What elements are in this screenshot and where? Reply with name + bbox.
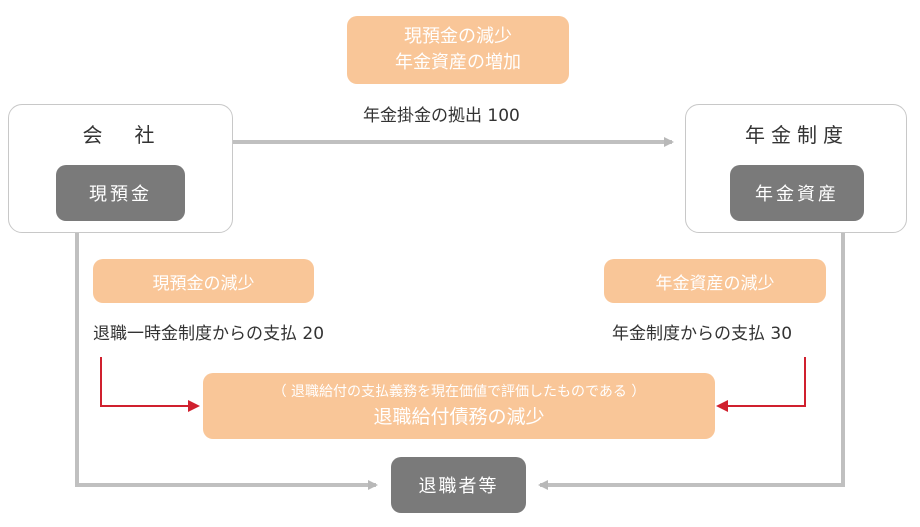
pension-title: 年金制度	[745, 123, 849, 147]
left-gray-route	[75, 233, 378, 490]
right-gray-route	[538, 233, 845, 490]
right-flow-label: 年金制度からの支払 30	[612, 324, 793, 344]
center-note-line2: 退職給付債務の減少	[373, 406, 545, 428]
left-red-arrow	[100, 357, 200, 412]
company-asset-pill: 現預金	[56, 165, 185, 221]
center-note-box: （ 退職給付の支払義務を現在価値で評価したものである ） 退職給付債務の減少	[203, 373, 715, 439]
left-flow-label: 退職一時金制度からの支払 20	[93, 324, 325, 344]
retirees-box: 退職者等	[391, 457, 526, 513]
top-note-box: 現預金の減少 年金資産の増加	[347, 16, 569, 84]
left-note-box: 現預金の減少	[93, 259, 314, 303]
top-note-line1: 現預金の減少	[404, 26, 512, 47]
contribution-label: 年金掛金の拠出 100	[363, 106, 520, 126]
pension-box: 年金制度 年金資産	[685, 104, 907, 233]
pension-asset-pill: 年金資産	[730, 165, 864, 221]
top-note-line2: 年金資産の増加	[395, 52, 521, 73]
right-red-arrow	[716, 357, 806, 412]
right-note-box: 年金資産の減少	[604, 259, 826, 303]
right-note-text: 年金資産の減少	[655, 273, 775, 294]
company-title: 会 社	[82, 123, 161, 147]
center-note-line1: （ 退職給付の支払義務を現在価値で評価したものである ）	[272, 384, 646, 400]
left-note-text: 現預金の減少	[152, 273, 255, 294]
company-box: 会 社 現預金	[8, 104, 233, 233]
